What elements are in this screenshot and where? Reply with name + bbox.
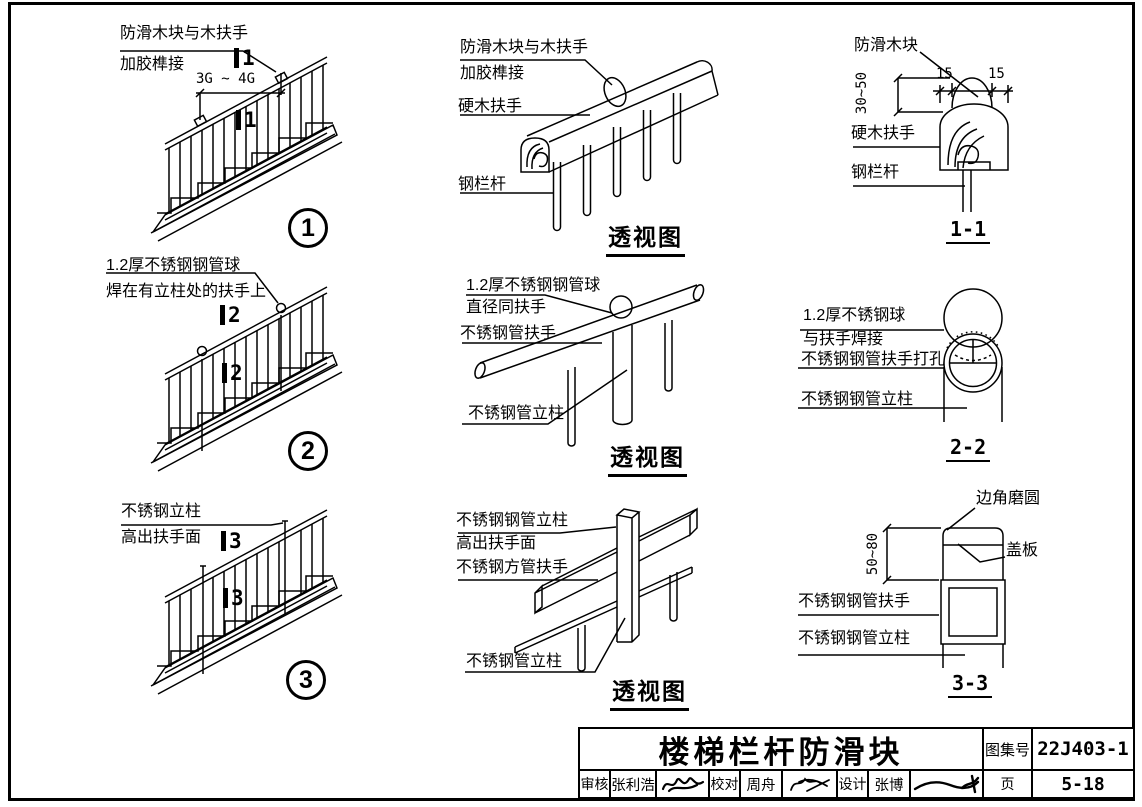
f2-section-cut-mark-top: 2 <box>220 303 241 327</box>
figure-1-stair-elevation-drawing <box>120 50 343 242</box>
f1-persp-callout2: 硬木扶手 <box>458 98 523 115</box>
f2-detail-number-bubble: 2 <box>288 431 328 471</box>
f3-persp-callout3: 不锈钢管立柱 <box>466 653 563 670</box>
f2-elev-callout-line2: 焊在有立柱处的扶手上 <box>106 283 267 300</box>
f1-sect-height-dim: 30~50 <box>854 71 871 115</box>
title-block: 楼梯栏杆防滑块 图集号 22J403-1 审核 张利浩 校对 周舟 设计 张博 <box>578 727 1135 799</box>
reviewer-signature <box>657 771 710 797</box>
signature-scribble-icon <box>789 777 830 792</box>
section-cut-number: 1 <box>244 108 257 132</box>
section-cut-bar <box>221 531 226 551</box>
section-cut-number: 1 <box>242 46 255 70</box>
f3-perspective-caption: 透视图 <box>610 672 689 711</box>
f3-section-caption: 3-3 <box>948 671 993 698</box>
f2-persp-callout2: 不锈钢管扶手 <box>460 325 557 342</box>
f1-sect-callout1: 防滑木块 <box>854 37 919 54</box>
f3-elev-callout-line1: 不锈钢立柱 <box>121 503 202 520</box>
f1-persp-callout3: 钢栏杆 <box>458 176 507 193</box>
sheet-border <box>8 2 1135 801</box>
f3-section-cut-mark-bottom: 3 <box>223 586 244 610</box>
f3-persp-callout1-line2: 高出扶手面 <box>456 535 537 552</box>
f2-elev-callout-line1: 1.2厚不锈钢钢管球 <box>106 257 241 274</box>
f3-sect-callout2: 盖板 <box>1006 542 1039 559</box>
atlas-number-label: 图集号 <box>984 729 1033 769</box>
designer-signature <box>911 771 984 797</box>
f2-sect-callout1-line2: 与扶手焊接 <box>803 331 884 348</box>
title-block-bottom-row: 审核 张利浩 校对 周舟 设计 张博 页 5-18 <box>580 771 1133 797</box>
f1-section-caption: 1-1 <box>946 217 991 244</box>
f3-detail-number-bubble: 3 <box>286 660 326 700</box>
section-cut-bar <box>236 110 241 130</box>
figure-2-section-drawing <box>798 288 1003 422</box>
section-cut-number: 3 <box>229 529 242 553</box>
f1-section-cut-mark-top: 1 <box>234 46 255 70</box>
drawing-title: 楼梯栏杆防滑块 <box>580 729 984 769</box>
figure-1-perspective-drawing <box>460 59 719 232</box>
f2-sect-callout2: 不锈钢钢管扶手打孔 <box>801 351 946 368</box>
figure-3-perspective-drawing <box>458 507 698 673</box>
page-number: 5-18 <box>1061 773 1105 795</box>
designer-name: 张博 <box>869 771 911 797</box>
signature-scribble-icon <box>913 774 979 794</box>
f1-elev-callout-line2: 加胶榫接 <box>120 56 185 73</box>
f1-sect-callout2: 硬木扶手 <box>851 125 916 142</box>
f1-elev-callout-line1: 防滑木块与木扶手 <box>120 25 249 42</box>
f2-sect-callout1-line1: 1.2厚不锈钢球 <box>803 307 906 324</box>
f3-persp-callout2: 不锈钢方管扶手 <box>456 559 569 576</box>
f3-sect-callout4: 不锈钢钢管立柱 <box>798 630 911 647</box>
f2-persp-callout1-line1: 1.2厚不锈钢钢管球 <box>466 277 601 294</box>
figure-2-stair-elevation-drawing <box>106 272 343 472</box>
f2-section-caption: 2-2 <box>946 435 991 462</box>
section-cut-number: 3 <box>231 586 244 610</box>
f1-persp-callout1-line2: 加胶榫接 <box>460 65 525 82</box>
reviewer-name: 张利浩 <box>611 771 657 797</box>
page-label: 页 <box>984 771 1033 797</box>
proof-label: 校对 <box>710 771 741 797</box>
section-cut-number: 2 <box>230 361 243 385</box>
review-label: 审核 <box>580 771 611 797</box>
section-cut-bar <box>220 305 225 325</box>
f2-persp-callout1-line2: 直径同扶手 <box>466 299 547 316</box>
f3-persp-callout1-line1: 不锈钢钢管立柱 <box>456 512 569 529</box>
proofreader-name: 周舟 <box>741 771 783 797</box>
section-cut-bar <box>234 48 239 68</box>
figure-2-perspective-drawing <box>462 284 705 447</box>
f1-detail-number-bubble: 1 <box>288 208 328 248</box>
f3-section-cut-mark-top: 3 <box>221 529 242 553</box>
title-block-top-row: 楼梯栏杆防滑块 图集号 22J403-1 <box>580 729 1133 771</box>
section-cut-number: 2 <box>228 303 241 327</box>
section-cut-bar <box>222 363 227 383</box>
atlas-number: 22J403-1 <box>1037 738 1129 760</box>
f1-sect-callout3: 钢栏杆 <box>851 164 900 181</box>
f2-section-cut-mark-bottom: 2 <box>222 361 243 385</box>
section-cut-bar <box>223 588 228 608</box>
f3-sect-callout1: 边角磨圆 <box>976 490 1041 507</box>
design-label: 设计 <box>838 771 869 797</box>
signature-scribble-icon <box>661 777 704 793</box>
f1-elev-spacing-dim: 3G ~ 4G <box>196 71 256 87</box>
f1-section-cut-mark-bottom: 1 <box>236 108 257 132</box>
f1-perspective-caption: 透视图 <box>606 218 685 257</box>
f2-persp-callout3: 不锈钢管立柱 <box>468 405 565 422</box>
proofreader-signature <box>783 771 838 797</box>
f1-persp-callout1-line1: 防滑木块与木扶手 <box>460 39 589 56</box>
figure-1-section-drawing <box>853 51 1013 212</box>
f3-sect-callout3: 不锈钢钢管扶手 <box>798 593 911 610</box>
f2-perspective-caption: 透视图 <box>608 438 687 477</box>
f3-elev-callout-line2: 高出扶手面 <box>121 529 202 546</box>
f1-sect-dim-15-right: 15 <box>988 66 1005 82</box>
f2-sect-callout3: 不锈钢钢管立柱 <box>801 391 914 408</box>
f1-sect-dim-15-left: 15 <box>936 66 953 82</box>
f3-sect-height-dim: 50~80 <box>865 532 882 576</box>
figure-3-section-drawing <box>798 507 1006 668</box>
